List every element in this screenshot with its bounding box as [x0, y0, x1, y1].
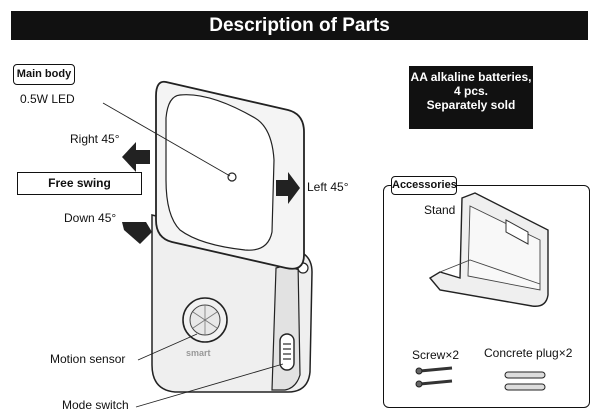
down-label: Down 45° [64, 211, 117, 225]
device-brand-text: smart [186, 348, 211, 358]
main-body-tag: Main body [13, 64, 75, 85]
free-swing-tag: Free swing [17, 172, 142, 195]
batteries-line1: AA alkaline batteries, [410, 70, 532, 84]
plug-label: Concrete plug×2 [484, 346, 573, 360]
batteries-line3: Separately sold [426, 98, 516, 112]
mode-switch-label: Mode switch [62, 398, 129, 412]
led-label: 0.5W LED [20, 92, 75, 106]
motion-sensor-label: Motion sensor [50, 352, 126, 366]
batteries-line2: 4 pcs. [453, 84, 489, 98]
batteries-note: AA alkaline batteries, 4 pcs. Separately… [409, 66, 533, 129]
accessories-panel [383, 185, 590, 408]
concrete-plug-icon [504, 371, 546, 391]
left-label: Left 45° [307, 180, 349, 194]
page-title: Description of Parts [11, 11, 588, 40]
arrow-right [122, 142, 150, 172]
right-label: Right 45° [70, 132, 120, 146]
screw-label: Screw×2 [412, 348, 460, 362]
screw-icon [415, 366, 453, 388]
mode-switch [279, 333, 295, 371]
led-dot [227, 172, 237, 182]
stand-label: Stand [424, 203, 456, 217]
accessories-tag: Accessories [391, 176, 457, 195]
arrow-down [122, 222, 152, 244]
arrow-left [276, 172, 300, 204]
